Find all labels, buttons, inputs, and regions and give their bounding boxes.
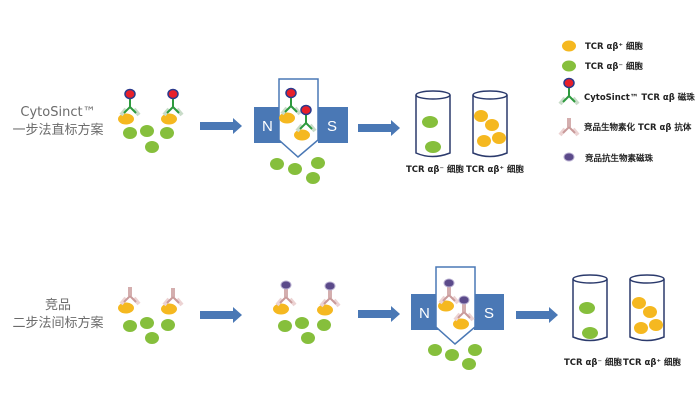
row1-tube-negative-label: TCR αβ⁻ 细胞 bbox=[406, 165, 464, 175]
arrow-icon bbox=[516, 307, 558, 323]
green-cell bbox=[145, 332, 159, 344]
green-cell bbox=[311, 157, 325, 169]
green-cell bbox=[306, 172, 320, 184]
magnet-south-label: S bbox=[327, 118, 337, 135]
orange-cell bbox=[317, 304, 333, 316]
legend-label-cytosinct-bead: CytoSinct™ TCR αβ 磁珠 bbox=[584, 93, 695, 103]
green-cell-icon bbox=[562, 60, 576, 72]
magnet-north-label: N bbox=[419, 305, 430, 322]
orange-cell bbox=[485, 119, 499, 131]
green-cell bbox=[445, 349, 459, 361]
green-cell bbox=[140, 125, 154, 137]
orange-cell bbox=[649, 319, 663, 331]
orange-cell bbox=[453, 318, 469, 330]
orange-cell bbox=[161, 113, 177, 125]
orange-cell bbox=[492, 132, 506, 144]
green-cell bbox=[160, 127, 174, 139]
streptavidin-bead-antibody-icon bbox=[277, 281, 295, 305]
arrow-icon bbox=[200, 118, 242, 134]
magnet-north-label: N bbox=[262, 118, 273, 135]
legend-label-positive-cell: TCR αβ⁺ 细胞 bbox=[585, 42, 643, 52]
green-cell bbox=[288, 163, 302, 175]
green-cell bbox=[145, 141, 159, 153]
row1-label-line2: 一步法直标方案 bbox=[12, 123, 104, 138]
green-cell bbox=[317, 319, 331, 331]
green-cell bbox=[579, 302, 595, 314]
biotin-antibody-icon bbox=[558, 116, 580, 137]
arrow-icon bbox=[200, 307, 242, 323]
green-cell bbox=[123, 127, 137, 139]
row2-label-line2: 二步法间标方案 bbox=[12, 316, 104, 331]
green-cell bbox=[422, 116, 438, 128]
green-cell bbox=[301, 332, 315, 344]
orange-cell bbox=[118, 302, 134, 314]
green-cell bbox=[161, 319, 175, 331]
green-cell bbox=[462, 358, 476, 370]
orange-cell bbox=[474, 110, 488, 122]
green-cell bbox=[295, 317, 309, 329]
row2-labeled-cells bbox=[118, 285, 184, 344]
row1-labeled-cells bbox=[118, 87, 184, 153]
row2-bead-bound-cells bbox=[273, 281, 339, 344]
orange-cell bbox=[161, 303, 177, 315]
row1-tube-positive-label: TCR αβ⁺ 细胞 bbox=[466, 165, 524, 175]
orange-cell bbox=[632, 297, 646, 309]
magnet-south-block bbox=[318, 107, 348, 143]
streptavidin-bead-antibody-icon bbox=[321, 282, 339, 306]
cytosinct-bead-antibody-icon bbox=[119, 87, 141, 117]
green-cell bbox=[468, 344, 482, 356]
row2-tube-negative bbox=[572, 274, 608, 342]
cytosinct-bead-antibody-icon bbox=[558, 76, 580, 106]
cytosinct-bead-antibody-icon bbox=[162, 87, 184, 117]
row2-label: 竞品 二步法间标方案 bbox=[8, 297, 108, 333]
green-cell bbox=[278, 320, 292, 332]
row2-magnet: N S bbox=[411, 266, 504, 370]
orange-cell bbox=[294, 129, 310, 141]
arrow-icon bbox=[358, 120, 400, 136]
magnet-south-label: S bbox=[484, 305, 494, 322]
row2-tube-positive bbox=[629, 274, 665, 342]
biotin-antibody-icon bbox=[119, 285, 141, 306]
legend-label-streptavidin-bead: 竞品抗生物素磁珠 bbox=[585, 154, 654, 164]
streptavidin-bead-icon bbox=[563, 152, 575, 162]
arrow-icon bbox=[358, 306, 400, 322]
green-cell bbox=[428, 344, 442, 356]
legend-label-negative-cell: TCR αβ⁻ 细胞 bbox=[585, 62, 643, 72]
orange-cell bbox=[118, 113, 134, 125]
green-cell bbox=[270, 158, 284, 170]
orange-cell bbox=[634, 322, 648, 334]
biotin-antibody-icon bbox=[162, 286, 184, 307]
row1-label: CytoSinct™ 一步法直标方案 bbox=[8, 104, 108, 140]
row1-tube-positive bbox=[472, 90, 508, 158]
row1-label-line1: CytoSinct™ bbox=[20, 105, 96, 120]
legend bbox=[558, 40, 580, 162]
orange-cell-icon bbox=[562, 40, 576, 52]
green-cell bbox=[582, 327, 598, 339]
orange-cell bbox=[273, 303, 289, 315]
orange-cell bbox=[643, 306, 657, 318]
row2-tube-positive-label: TCR αβ⁺ 细胞 bbox=[623, 358, 681, 368]
magnet-south-block bbox=[474, 294, 504, 330]
green-cell bbox=[140, 317, 154, 329]
orange-cell bbox=[279, 112, 295, 124]
row2-label-line1: 竞品 bbox=[44, 298, 71, 313]
green-cell bbox=[123, 320, 137, 332]
row1-magnet: N S bbox=[254, 78, 348, 184]
legend-label-biotin-antibody: 竞品生物素化 TCR αβ 抗体 bbox=[584, 123, 692, 133]
green-cell bbox=[425, 141, 441, 153]
row2-tube-negative-label: TCR αβ⁻ 细胞 bbox=[564, 358, 622, 368]
orange-cell bbox=[477, 135, 491, 147]
row1-tube-negative bbox=[415, 90, 451, 158]
